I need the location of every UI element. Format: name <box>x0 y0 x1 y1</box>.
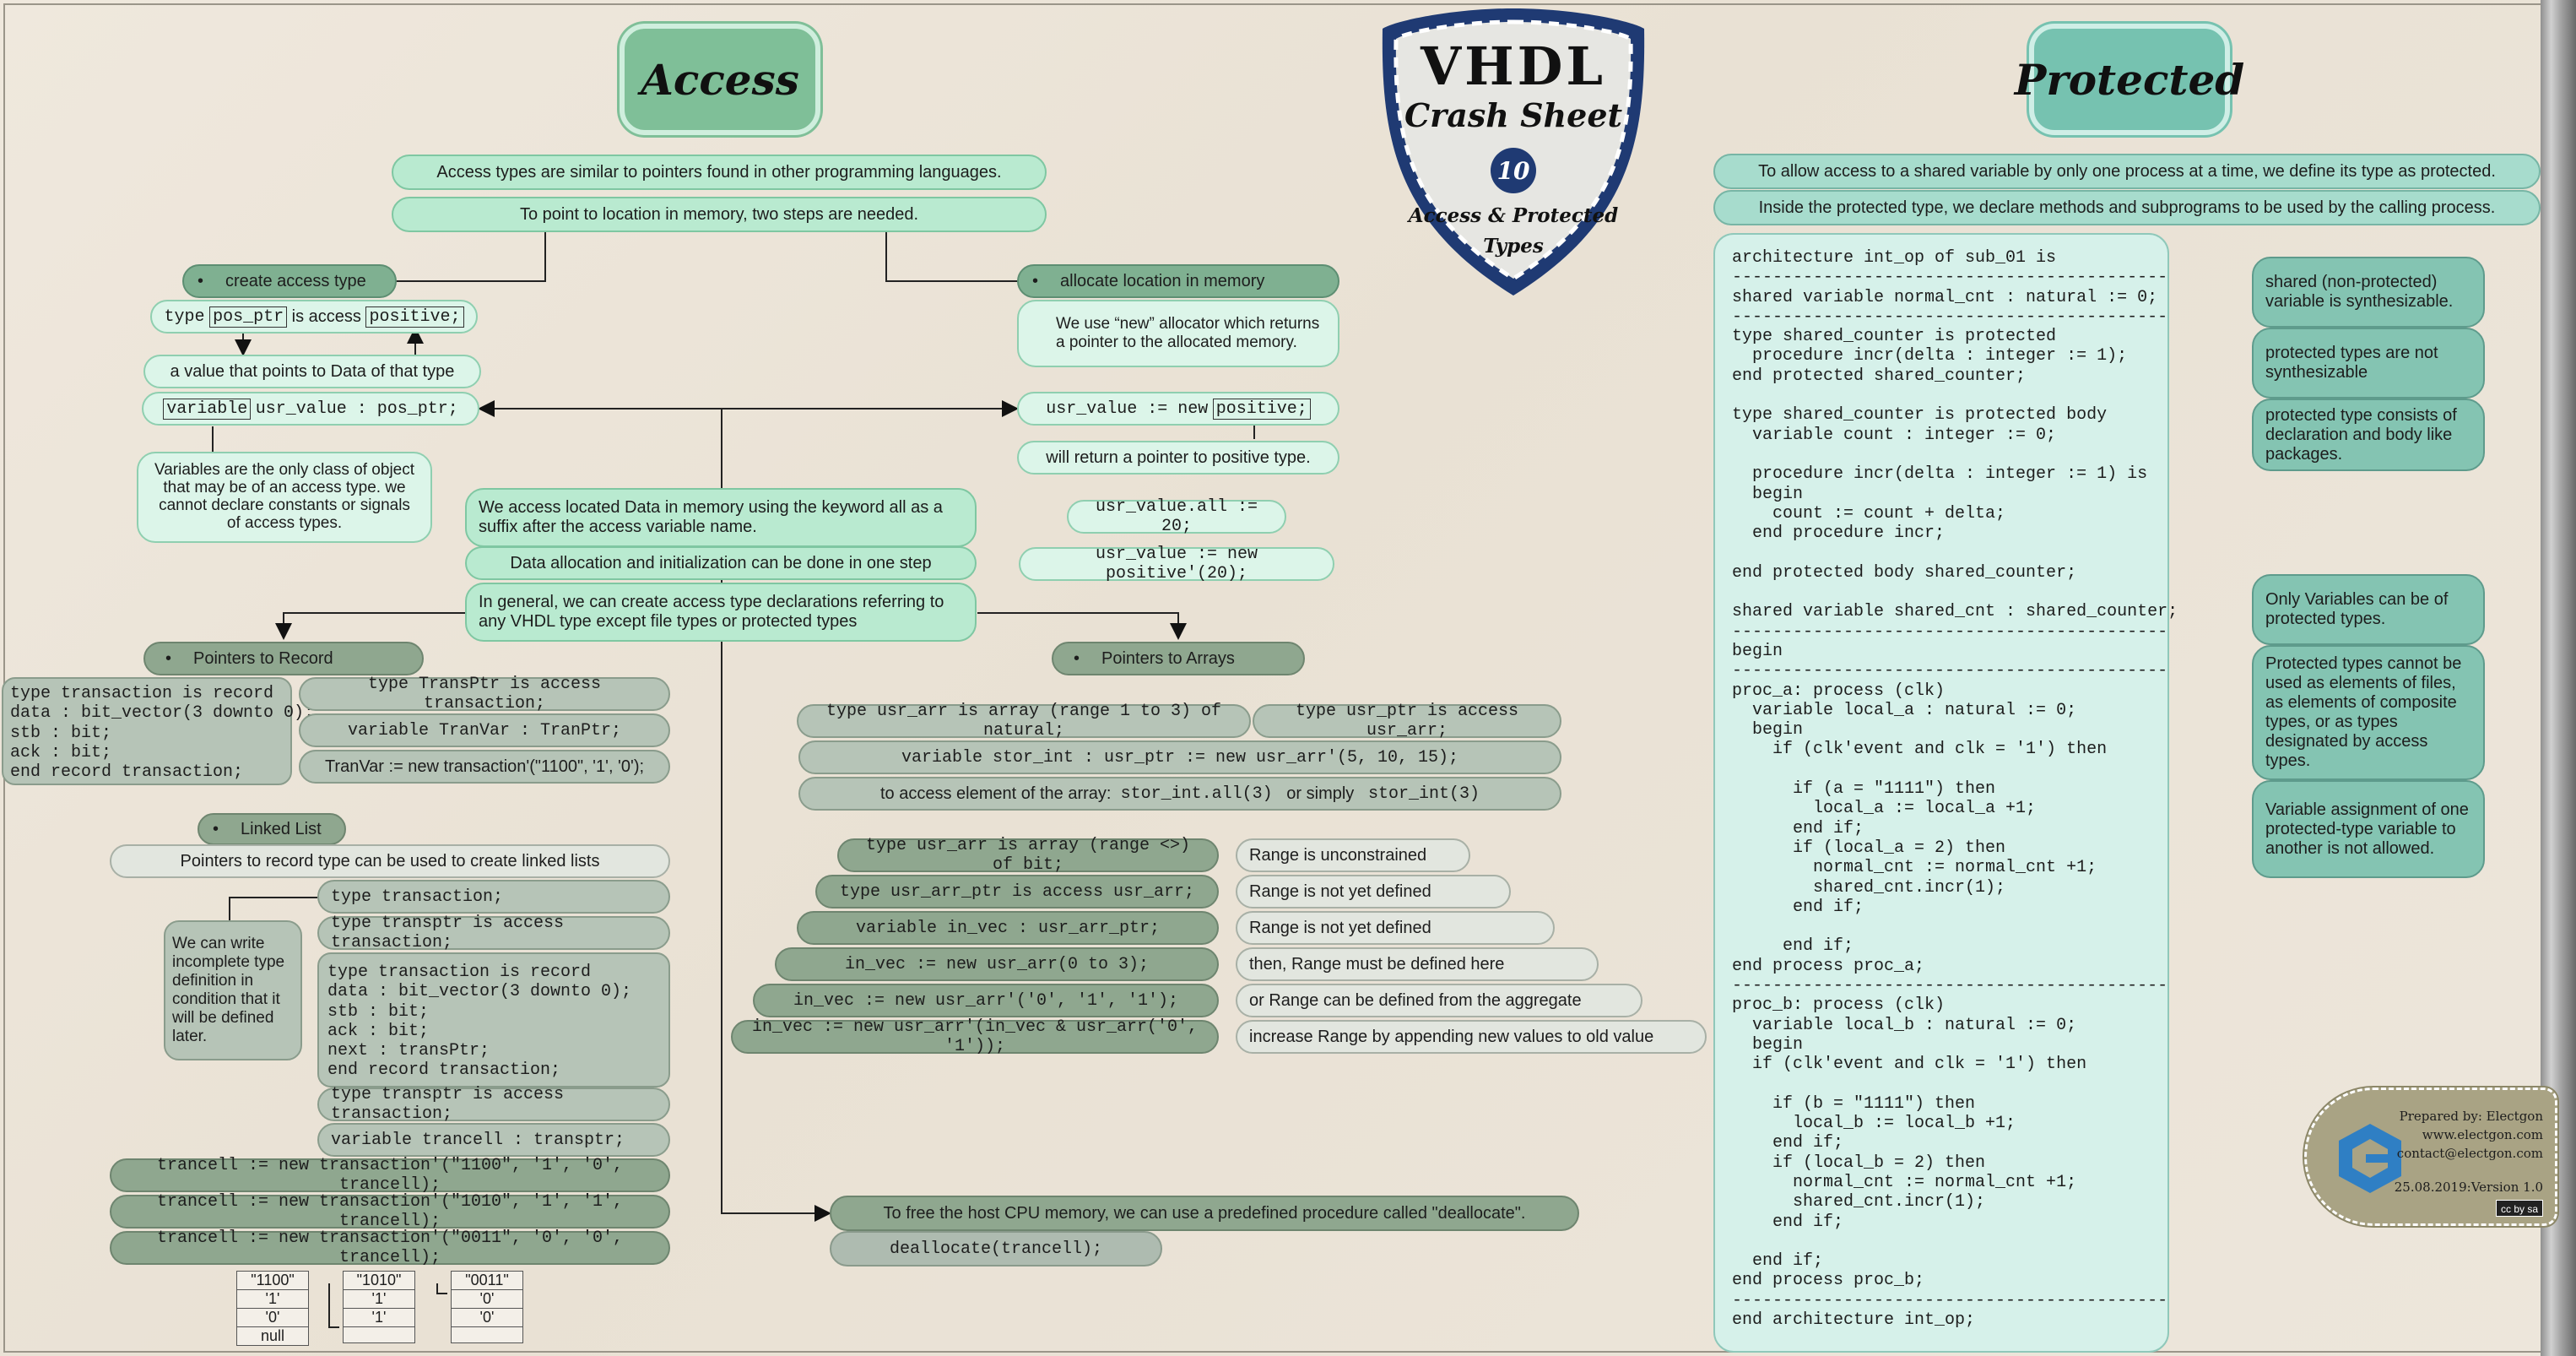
credits-email: contact@electgon.com <box>2396 1146 2543 1161</box>
decl-mid: is access <box>291 306 361 326</box>
badge-number: 10 <box>1496 157 1530 185</box>
pointers-to-arrays-text: Pointers to Arrays <box>1101 648 1235 668</box>
range-note-2: Range is not yet defined <box>1236 875 1511 909</box>
transptr-type-line-2: type transptr is access transaction; <box>317 1085 670 1124</box>
trancell-new-2: trancell := new transaction'("1010", '1'… <box>110 1192 670 1231</box>
unconstrained-line-6: in_vec := new usr_arr'(in_vec & usr_arr(… <box>731 1017 1219 1056</box>
create-access-type-label: create access type <box>182 264 397 298</box>
incomplete-type-note: We can write incomplete type definition … <box>164 920 302 1060</box>
protected-intro-1: To allow access to a shared variable by … <box>1713 154 2541 189</box>
keyword-all-note: We access located Data in memory using t… <box>465 488 977 547</box>
unconstrained-line-5: in_vec := new usr_arr'('0', '1', '1'); <box>753 984 1219 1017</box>
unconstrained-line-4: in_vec := new usr_arr(0 to 3); <box>775 947 1219 981</box>
array-element-access: to access element of the array: stor_int… <box>798 777 1561 811</box>
access-variable-declaration: variable usr_value : pos_ptr; <box>142 392 479 426</box>
trancell-new-1: trancell := new transaction'("1100", '1'… <box>110 1156 670 1195</box>
trancell-declaration: variable trancell : transptr; <box>317 1123 670 1157</box>
protected-intro-2: Inside the protected type, we declare me… <box>1713 190 2541 225</box>
tranvar-declaration: variable TranVar : TranPtr; <box>299 713 670 747</box>
pointers-to-arrays-label: Pointers to Arrays <box>1052 642 1305 675</box>
one-step-note: Data allocation and initialization can b… <box>465 546 977 580</box>
electgon-logo-icon <box>2339 1124 2401 1193</box>
license-badge: cc by sa <box>2496 1200 2543 1217</box>
allocate-location-label: allocate location in memory <box>1017 264 1339 298</box>
new-allocator-desc: We use “new” allocator which returns a p… <box>1017 300 1339 367</box>
deallocate-note: To free the host CPU memory, we can use … <box>830 1196 1579 1231</box>
create-access-type-text: create access type <box>225 271 366 290</box>
trancell-new-3: trancell := new transaction'("0011", '0'… <box>110 1229 670 1267</box>
access-or: or simply <box>1286 784 1355 803</box>
unconstrained-line-2: type usr_arr_ptr is access usr_arr; <box>815 875 1219 909</box>
tranptr-type: type TransPtr is access transaction; <box>299 675 670 713</box>
unconstrained-line-1: type usr_arr is array (range <>) of bit; <box>837 836 1219 875</box>
new-allocation-code: usr_value := new positive; <box>1017 392 1339 426</box>
badge-subtitle: Crash Sheet <box>1404 96 1623 134</box>
vhdl-badge: VHDL Crash Sheet 10 Access & Protected T… <box>1377 3 1649 301</box>
credits-site: www.electgon.com <box>2422 1127 2543 1142</box>
variable-class-note: Variables are the only class of object t… <box>137 452 432 543</box>
credits-prepared: Prepared by: Electgon <box>2399 1109 2543 1124</box>
range-note-3: Range is not yet defined <box>1236 911 1555 945</box>
new-prefix: usr_value := new <box>1046 399 1209 419</box>
credits-panel: Prepared by: Electgon www.electgon.com c… <box>2304 1088 2557 1226</box>
deallocate-code: deallocate(trancell); <box>830 1231 1162 1267</box>
tranvar-new: TranVar := new transaction'("1100", '1',… <box>299 750 670 784</box>
pointers-to-record-label: Pointers to Record <box>143 642 424 675</box>
protected-code-block: architecture int_op of sub_01 is -------… <box>1713 233 2178 1353</box>
pointer-value-desc: a value that points to Data of that type <box>143 355 481 388</box>
range-note-5: or Range can be defined from the aggrega… <box>1236 984 1642 1017</box>
var-rest: usr_value : pos_ptr; <box>255 399 458 419</box>
allocate-location-text: allocate location in memory <box>1060 271 1265 290</box>
unconstrained-line-3: variable in_vec : usr_arr_ptr; <box>797 911 1219 945</box>
var-keyword: variable <box>163 398 252 420</box>
transptr-type-line: type transptr is access transaction; <box>317 914 670 952</box>
linked-node-3: "0011"'0' '0' <box>451 1271 523 1343</box>
protected-note-4: Only Variables can be of protected types… <box>2252 574 2485 645</box>
badge-topic-1: Access & Protected <box>1408 204 1619 227</box>
access-type-declaration: type pos_ptr is access positive; <box>150 300 478 334</box>
protected-note-1: shared (non-protected) variable is synth… <box>2252 257 2485 328</box>
linked-list-label: Linked List <box>198 813 346 845</box>
stor-int-declaration: variable stor_int : usr_ptr := new usr_a… <box>798 740 1561 774</box>
range-note-6: increase Range by appending new values t… <box>1236 1020 1707 1054</box>
incomplete-type-line: type transaction; <box>317 880 670 914</box>
badge-topic-2: Types <box>1483 235 1544 258</box>
access-all: stor_int.all(3) <box>1120 784 1273 804</box>
range-note-1: Range is unconstrained <box>1236 838 1470 872</box>
pointers-to-record-text: Pointers to Record <box>193 648 333 668</box>
one-step-code: usr_value := new positive'(20); <box>1019 545 1334 583</box>
access-intro-1: Access types are similar to pointers fou… <box>392 155 1047 190</box>
protected-title-banner: Protected <box>2015 24 2244 135</box>
linked-node-2: "1010"'1' '1' <box>343 1271 415 1343</box>
protected-note-6: Variable assignment of one protected-typ… <box>2252 780 2485 878</box>
decl-target: positive; <box>365 306 464 328</box>
protected-note-3: protected type consists of declaration a… <box>2252 399 2485 471</box>
return-pointer-note: will return a pointer to positive type. <box>1017 441 1339 475</box>
access-title-banner: Access <box>620 24 820 135</box>
record-type-code: type transaction is record data : bit_ve… <box>2 677 314 785</box>
linked-list-desc: Pointers to record type can be used to c… <box>110 844 670 878</box>
linked-record-code: type transaction is record data : bit_ve… <box>317 952 670 1088</box>
protected-note-2: protected types are not synthesizable <box>2252 328 2485 399</box>
access-intro-2: To point to location in memory, two step… <box>392 197 1047 232</box>
general-access-note: In general, we can create access type de… <box>465 583 977 642</box>
decl-name: pos_ptr <box>209 306 288 328</box>
array-type: type usr_arr is array (range 1 to 3) of … <box>797 702 1251 740</box>
access-prefix: to access element of the array: <box>879 784 1112 803</box>
array-pointer-type: type usr_ptr is access usr_arr; <box>1253 702 1561 740</box>
access-simple: stor_int(3) <box>1367 784 1480 804</box>
all-code: usr_value.all := 20; <box>1067 497 1286 536</box>
decl-type-keyword: type <box>164 306 205 327</box>
range-note-4: then, Range must be defined here <box>1236 947 1599 981</box>
badge-title: VHDL <box>1420 35 1607 97</box>
credits-version: 25.08.2019:Version 1.0 <box>2394 1180 2543 1195</box>
linked-node-1: "1100"'1' '0'null <box>236 1271 309 1346</box>
linked-list-text: Linked List <box>241 819 322 838</box>
protected-note-5: Protected types cannot be used as elemen… <box>2252 645 2485 780</box>
shield-icon <box>1382 8 1645 296</box>
new-target: positive; <box>1212 398 1311 420</box>
